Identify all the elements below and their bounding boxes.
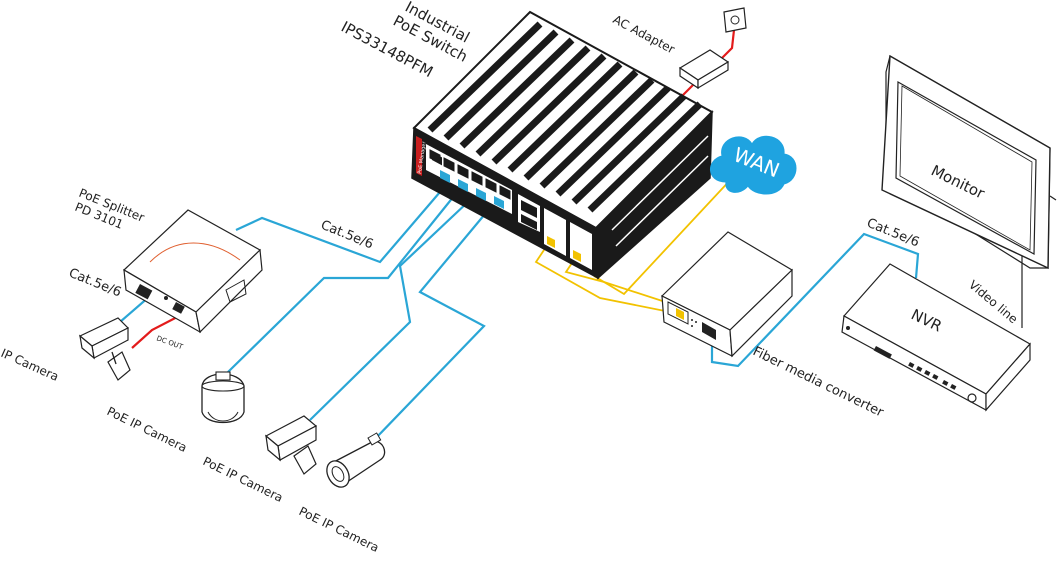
- ethernet-cable-bullet: [373, 207, 491, 441]
- bullet-camera-icon: [78, 317, 131, 381]
- ip-camera-label: IP Camera: [0, 346, 61, 384]
- monitor-icon: [881, 54, 1057, 270]
- ethernet-cable-box: [309, 199, 471, 421]
- fiber-cable-wan: [593, 175, 735, 296]
- cat-left-bottom-label: Cat.5e/6: [67, 266, 124, 301]
- dome-camera-icon: [201, 371, 245, 424]
- dc-out-label: DC OUT: [155, 334, 184, 351]
- ethernet-cable-dome: [227, 195, 455, 373]
- fiber-cable-1: [534, 243, 691, 317]
- switch-brand-tag: PoE Manager: [417, 140, 428, 174]
- cat-left-top-label: Cat.5e/6: [319, 218, 376, 253]
- wan-cloud-icon: [710, 135, 797, 195]
- poe-ip-camera-2-label: PoE IP Camera: [201, 454, 286, 505]
- box-camera-icon: [264, 415, 318, 475]
- switch-icon: [411, 10, 714, 280]
- ac-adapter-icon: [678, 49, 730, 90]
- ethernet-cable-nvr: [710, 232, 920, 368]
- ac-adapter-label: AC Adapter: [611, 12, 677, 56]
- wall-socket-icon: [723, 7, 747, 33]
- media-converter-icon: [660, 231, 793, 358]
- bullet-camera-2-icon: [326, 432, 386, 488]
- nvr-icon: [841, 263, 1031, 412]
- ethernet-cable-splitter: [235, 191, 441, 264]
- poe-splitter-icon: [123, 209, 263, 334]
- fiber-media-converter-label: Fiber media converter: [750, 344, 886, 421]
- cables: [119, 29, 920, 441]
- poe-ip-camera-3-label: PoE IP Camera: [297, 504, 382, 555]
- fiber-cable-2: [564, 259, 691, 311]
- poe-ip-camera-1-label: PoE IP Camera: [105, 404, 190, 455]
- power-cable: [721, 29, 736, 59]
- power-cable-splitter: [131, 313, 184, 349]
